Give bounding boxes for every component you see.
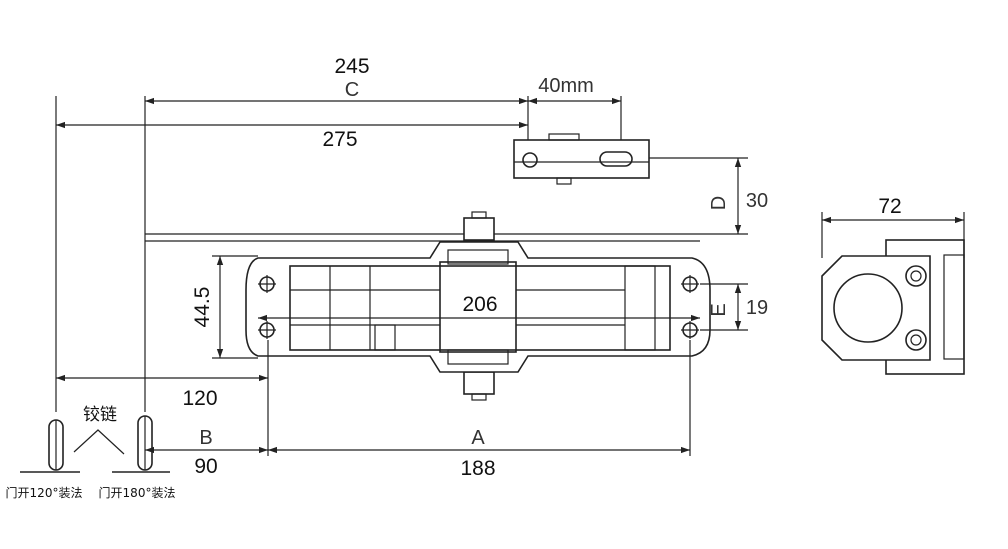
dimension-30-label: 30	[746, 190, 768, 212]
hinge-120	[20, 419, 80, 473]
dimension-275-label: 275	[322, 128, 357, 151]
dimension-120-label: 120	[182, 387, 217, 410]
closer-side-view: 72	[821, 195, 965, 375]
dimension-a-label: A	[471, 427, 485, 449]
closer-body	[245, 211, 711, 401]
dimension-40mm: 40mm	[527, 75, 622, 140]
hinge-label: 铰链	[83, 405, 117, 425]
hinge-180	[112, 415, 170, 473]
dimension-d-30: D 30	[649, 157, 768, 234]
dimension-44-5: 44.5	[191, 255, 258, 359]
hinge-pointer	[73, 429, 125, 455]
dimension-206: 206	[258, 293, 700, 322]
dimension-b-label: B	[199, 427, 212, 449]
dimension-b-90: B 90	[145, 427, 268, 478]
dimension-c-label: C	[345, 79, 359, 101]
dimension-120: 120	[56, 340, 269, 456]
arm-bracket	[513, 133, 650, 185]
dimension-19-label: 19	[746, 297, 768, 319]
dimension-44-5-label: 44.5	[191, 287, 214, 328]
dimension-245-c: 245 C	[145, 55, 528, 105]
dimension-e-label: E	[708, 303, 730, 316]
caption-open-180: 门开180°装法	[99, 485, 176, 500]
caption-open-120: 门开120°装法	[6, 485, 83, 500]
dimension-40mm-label: 40mm	[538, 75, 594, 97]
dimension-90-label: 90	[194, 455, 217, 478]
dimension-206-label: 206	[462, 293, 497, 316]
dimension-245-label: 245	[334, 55, 369, 78]
dimension-d-label: D	[708, 196, 730, 210]
dimension-275: 275	[56, 121, 528, 151]
dimension-72-label: 72	[878, 195, 901, 218]
dimension-188-label: 188	[460, 457, 495, 480]
dimension-a-188: A 188	[268, 340, 691, 480]
dimension-e-19: E 19	[700, 283, 768, 331]
